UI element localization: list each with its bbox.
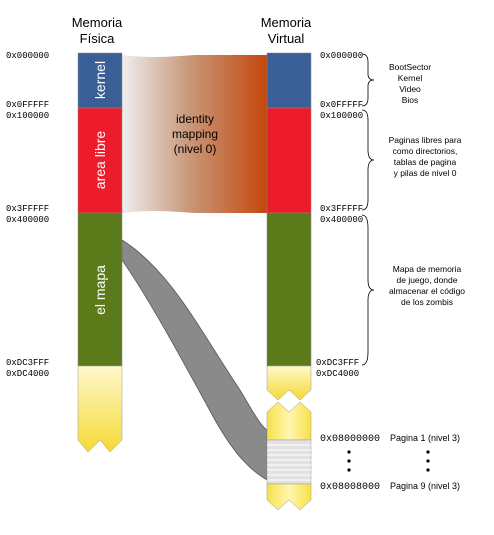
virtual-address-4: 0x400000 <box>320 215 363 225</box>
physical-map-label: el mapa <box>92 265 108 315</box>
map-to-pages-band <box>121 239 268 481</box>
annotation-boot-line1: BootSector <box>389 62 431 72</box>
identity-mapping-band-top-curve <box>122 52 267 58</box>
physical-rest-segment <box>77 365 123 453</box>
annotation-free-line1: Paginas libres para <box>389 135 462 145</box>
physical-address-4: 0x400000 <box>6 215 49 225</box>
annotation-free-line4: y pilas de nivel 0 <box>394 168 457 178</box>
virtual-pages-block <box>266 439 312 485</box>
physical-title-line1: Memoria <box>72 15 123 30</box>
identity-mapping-band <box>122 55 267 213</box>
physical-address-6: 0xDC4000 <box>6 369 49 379</box>
page-last-address: 0x08008000 <box>320 482 380 493</box>
physical-address-2: 0x100000 <box>6 111 49 121</box>
virtual-title-line1: Memoria <box>261 15 312 30</box>
virtual-address-2: 0x100000 <box>320 111 363 121</box>
brace-map <box>361 214 375 366</box>
annotation-map-line4: de los zombis <box>401 297 453 307</box>
page-last-label: Pagina 9 (nivel 3) <box>390 481 460 491</box>
page-ellipsis-dots <box>347 450 430 472</box>
virtual-address-6: 0xDC4000 <box>316 369 359 379</box>
virtual-map-segment <box>266 212 312 367</box>
physical-title-line2: Física <box>80 31 115 46</box>
virtual-title-line2: Virtual <box>268 31 305 46</box>
physical-address-0: 0x000000 <box>6 51 49 61</box>
virtual-address-5: 0xDC3FFF <box>316 358 359 368</box>
page-first-address: 0x08000000 <box>320 434 380 445</box>
annotation-map-line1: Mapa de memoria <box>393 264 462 274</box>
annotation-boot-line4: Bios <box>402 95 419 105</box>
annotation-boot-line3: Video <box>399 84 421 94</box>
mapping-label-line3: (nivel 0) <box>174 142 217 156</box>
brace-free <box>361 109 375 211</box>
annotation-free-line3: tablas de pagina <box>394 157 457 167</box>
physical-kernel-label: kernel <box>92 61 108 99</box>
brace-boot <box>361 53 375 107</box>
virtual-pages-lines <box>267 444 311 481</box>
virtual-pages-bottom-cap <box>266 483 312 511</box>
page-first-label: Pagina 1 (nivel 3) <box>390 433 460 443</box>
virtual-address-0: 0x000000 <box>320 51 363 61</box>
identity-mapping-band-bottom-curve <box>122 210 267 220</box>
physical-address-5: 0xDC3FFF <box>6 358 49 368</box>
annotation-map-line3: almacenar el código <box>389 286 465 296</box>
virtual-rest-segment <box>266 365 312 401</box>
annotation-boot-line2: Kernel <box>398 73 423 83</box>
virtual-pages-top-cap <box>266 401 312 441</box>
mapping-label-line2: mapping <box>172 127 218 141</box>
virtual-free-segment <box>266 107 312 214</box>
mapping-label-line1: identity <box>176 112 214 126</box>
virtual-address-3: 0x3FFFFF <box>320 204 363 214</box>
virtual-address-1: 0x0FFFFF <box>320 100 363 110</box>
physical-kernel-segment <box>77 52 123 109</box>
physical-map-segment <box>77 212 123 367</box>
virtual-kernel-segment <box>266 52 312 109</box>
physical-address-1: 0x0FFFFF <box>6 100 49 110</box>
physical-free-label: area libre <box>92 131 108 190</box>
physical-address-3: 0x3FFFFF <box>6 204 49 214</box>
annotation-map-line2: de juego, donde <box>397 275 458 285</box>
annotation-free-line2: como directorios, <box>393 146 458 156</box>
